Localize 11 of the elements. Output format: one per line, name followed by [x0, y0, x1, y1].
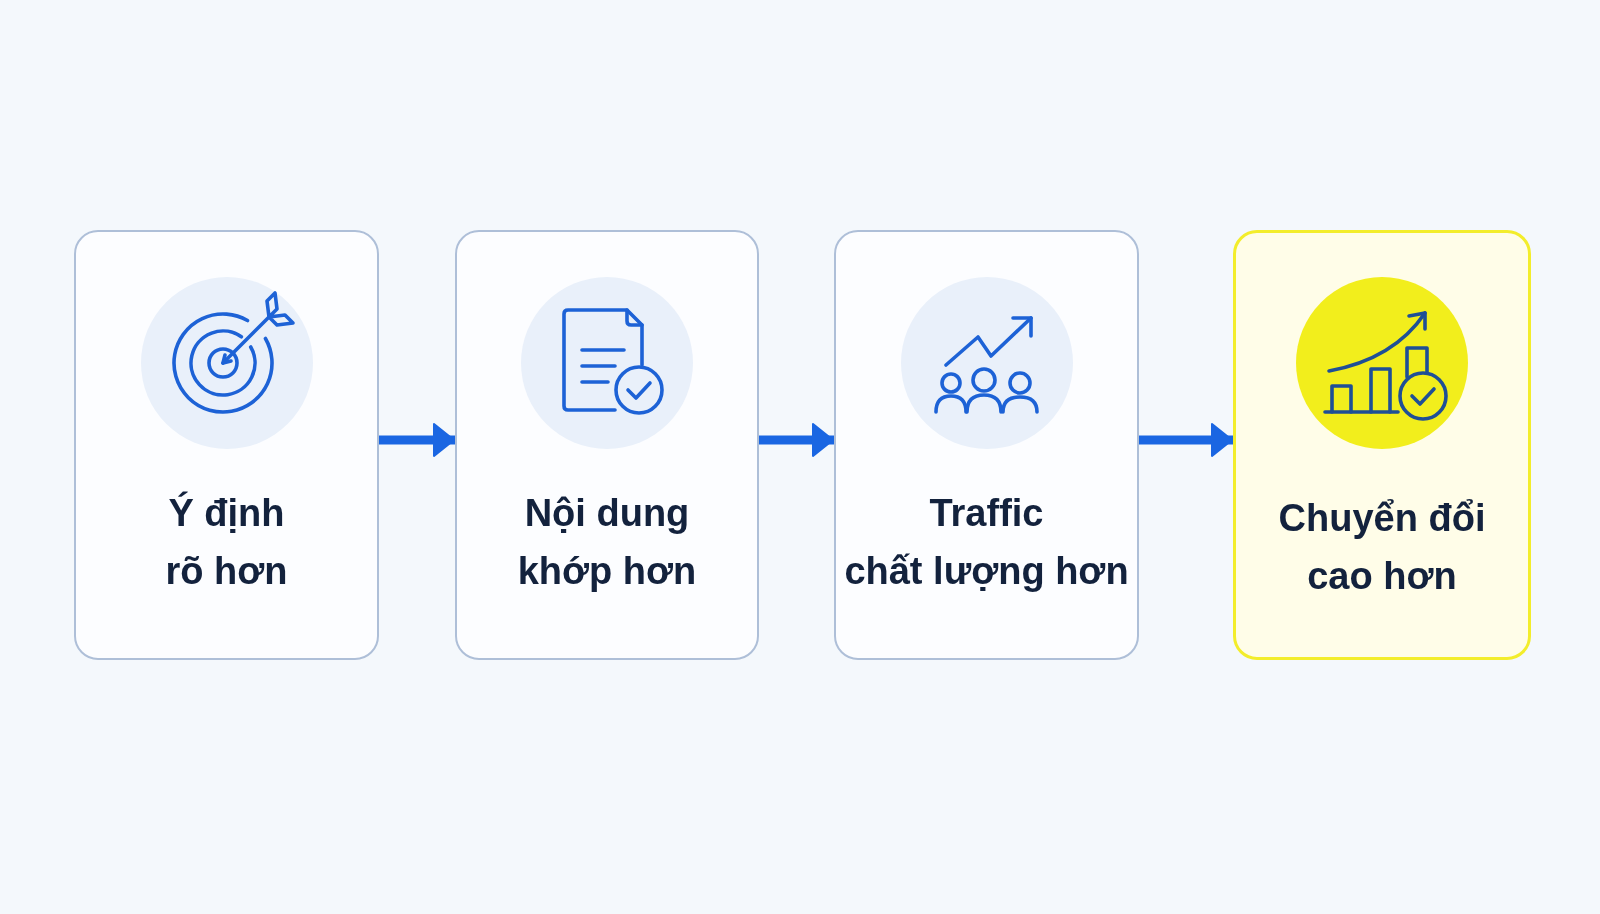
process-card [834, 230, 1139, 660]
arrow [1139, 423, 1233, 457]
step-label: Traffic chất lượng hơn [844, 491, 1129, 594]
arrow [379, 423, 455, 457]
process-card [74, 230, 379, 660]
process-card [1233, 230, 1531, 660]
step-label: Chuyển đổi cao hơn [1278, 496, 1486, 599]
step-label: Ý định rõ hơn [165, 490, 288, 594]
arrow [759, 423, 834, 457]
process-card [455, 230, 759, 660]
step-label: Nội dung khớp hơn [517, 491, 697, 594]
